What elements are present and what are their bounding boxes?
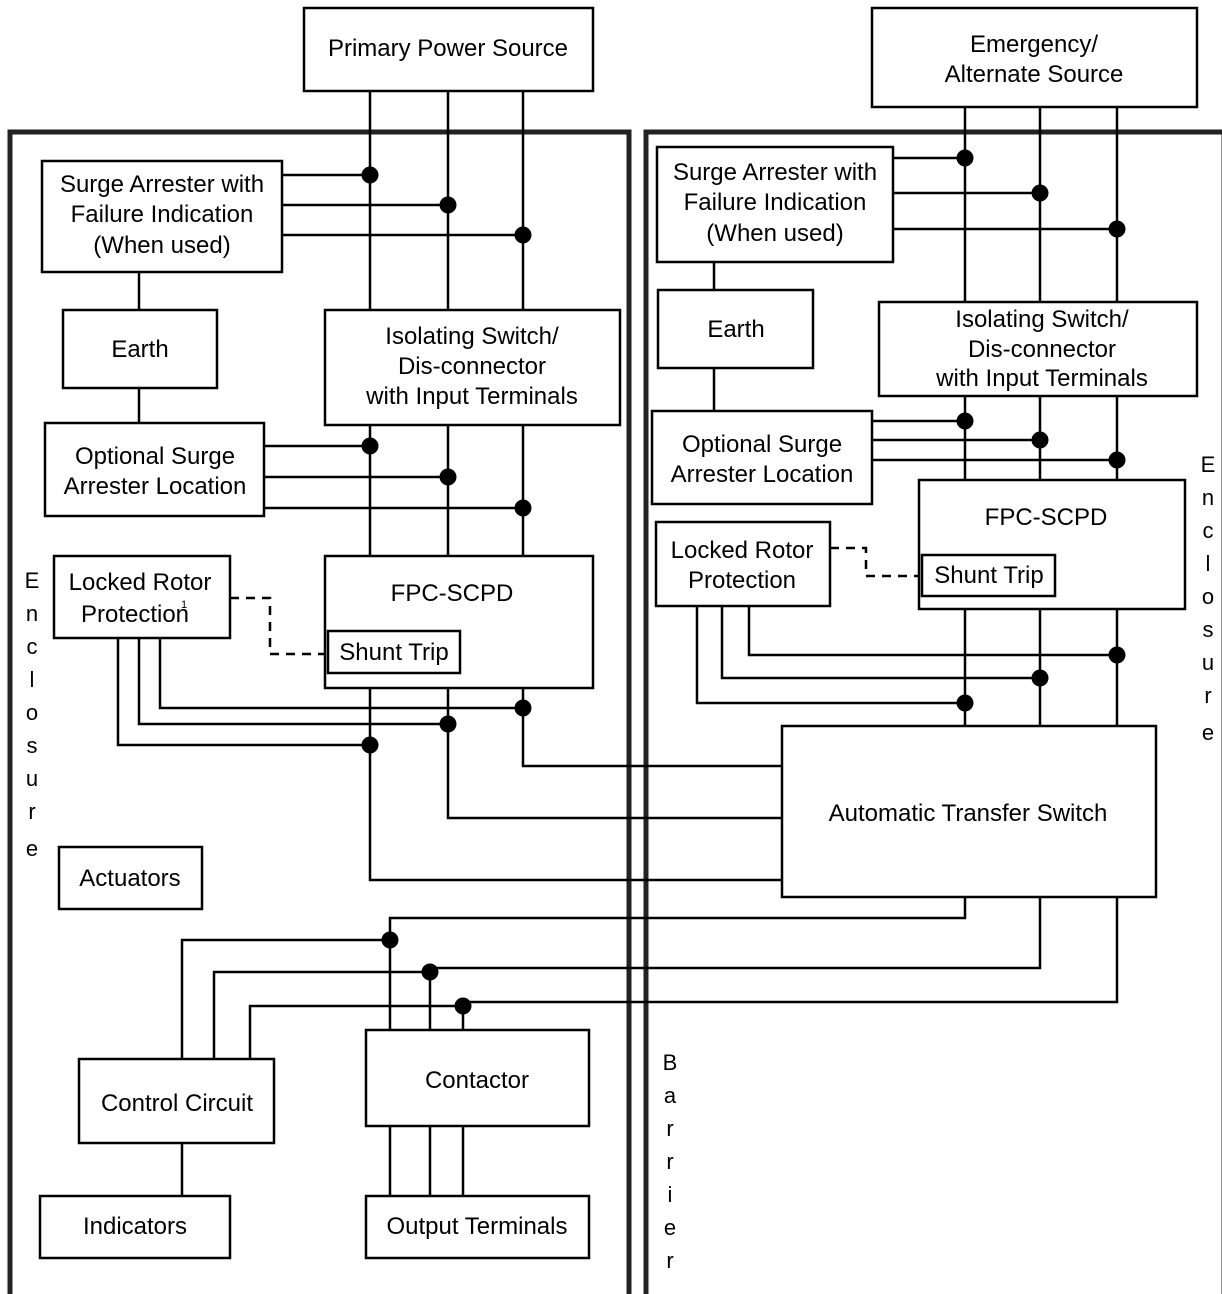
right-isolating-switch: Isolating Switch/ Dis-connector with Inp… (877, 300, 1199, 398)
left-optional-surge-line-2: Arrester Location (64, 473, 247, 500)
automatic-transfer-switch: Automatic Transfer Switch (780, 724, 1158, 899)
left-surge-arrester-line-2: Failure Indication (71, 201, 254, 228)
actuators: Actuators (57, 845, 204, 911)
junction-dots (361, 149, 1126, 1015)
left-enclosure-label: E n c l o s u r e (25, 568, 40, 861)
emergency-source-line-1: Emergency/ (970, 31, 1098, 58)
control-circuit: Control Circuit (77, 1057, 276, 1145)
vertical-letter: n (1202, 485, 1214, 510)
vertical-letter: E (1201, 452, 1216, 477)
footnote-marker: 1 (181, 599, 187, 611)
vertical-letter: o (26, 700, 38, 725)
right-shunt-trip: Shunt Trip (920, 553, 1057, 598)
output-terminals-label: Output Terminals (387, 1213, 568, 1240)
vertical-letter: s (27, 733, 38, 758)
vertical-letter: o (1202, 584, 1214, 609)
right-optional-surge-line-1: Optional Surge (682, 431, 842, 458)
left-shunt-trip-label: Shunt Trip (339, 639, 448, 666)
vertical-letter: n (26, 601, 38, 626)
vertical-letter: B (663, 1050, 678, 1075)
vertical-letter: a (664, 1083, 677, 1108)
left-surge-arrester-line-3: (When used) (93, 232, 230, 259)
right-isolating-switch-line-1: Isolating Switch/ (955, 306, 1129, 333)
wires (116, 91, 1119, 1196)
indicators: Indicators (38, 1194, 232, 1260)
primary-power-source-label: Primary Power Source (328, 35, 568, 62)
vertical-letter: l (1206, 551, 1211, 576)
left-earth-label: Earth (111, 336, 168, 363)
right-locked-rotor-protection: Locked Rotor Protection (654, 520, 832, 608)
right-earth: Earth (656, 288, 815, 370)
emergency-alternate-source: Emergency/ Alternate Source (870, 6, 1199, 109)
right-shunt-trip-label: Shunt Trip (934, 562, 1043, 589)
indicators-label: Indicators (83, 1213, 187, 1240)
left-isolating-switch-line-1: Isolating Switch/ (385, 323, 559, 350)
vertical-letter: i (668, 1182, 673, 1207)
right-surge-arrester-line-3: (When used) (706, 220, 843, 247)
left-isolating-switch-line-3: with Input Terminals (365, 383, 578, 410)
right-enclosure (643, 129, 1222, 1294)
right-isolating-switch-line-2: Dis-connector (968, 336, 1116, 363)
vertical-letter: c (1203, 518, 1214, 543)
left-isolating-switch: Isolating Switch/ Dis-connector with Inp… (323, 308, 622, 427)
left-surge-arrester: Surge Arrester with Failure Indication (… (40, 159, 284, 274)
right-optional-surge-arrester: Optional Surge Arrester Location (650, 409, 874, 506)
vertical-letter: l (30, 667, 35, 692)
vertical-letter: r (666, 1248, 673, 1273)
left-shunt-trip: Shunt Trip (326, 629, 462, 675)
vertical-letter: u (1202, 650, 1214, 675)
left-locked-rotor-line-1: Locked Rotor (69, 569, 212, 596)
vertical-letter: e (664, 1215, 676, 1240)
vertical-letter: s (1203, 617, 1214, 642)
vertical-letter: r (666, 1149, 673, 1174)
vertical-letter: E (25, 568, 40, 593)
left-earth: Earth (61, 308, 219, 390)
right-surge-arrester: Surge Arrester with Failure Indication (… (655, 145, 895, 264)
contactor-label: Contactor (425, 1067, 529, 1094)
left-enclosure (7, 129, 632, 1294)
vertical-letter: e (1202, 720, 1214, 745)
left-isolating-switch-line-2: Dis-connector (398, 353, 546, 380)
right-surge-arrester-line-2: Failure Indication (684, 189, 867, 216)
ats-label: Automatic Transfer Switch (829, 800, 1108, 827)
vertical-letter: u (26, 766, 38, 791)
left-locked-rotor-protection: Locked Rotor Protection 1 (52, 554, 232, 640)
left-optional-surge-line-1: Optional Surge (75, 443, 235, 470)
vertical-letter: r (1204, 683, 1211, 708)
right-locked-rotor-line-2: Protection (688, 567, 796, 594)
right-fpc-scpd-label: FPC-SCPD (985, 504, 1108, 531)
left-locked-rotor-line-2: Protection (81, 601, 189, 628)
right-isolating-switch-line-3: with Input Terminals (935, 365, 1148, 392)
emergency-source-line-2: Alternate Source (945, 61, 1124, 88)
vertical-letter: r (28, 799, 35, 824)
vertical-letter: e (26, 836, 38, 861)
control-circuit-label: Control Circuit (101, 1090, 253, 1117)
left-optional-surge-arrester: Optional Surge Arrester Location (43, 421, 266, 518)
right-enclosure-label: E n c l o s u r e (1201, 452, 1216, 745)
primary-power-source: Primary Power Source (302, 6, 595, 93)
barrier-label: B a r r i e r (663, 1050, 678, 1273)
right-optional-surge-line-2: Arrester Location (671, 461, 854, 488)
vertical-letter: r (666, 1116, 673, 1141)
left-fpc-scpd-label: FPC-SCPD (391, 580, 514, 607)
contactor: Contactor (364, 1028, 591, 1128)
vertical-letter: c (27, 634, 38, 659)
output-terminals: Output Terminals (364, 1194, 591, 1260)
left-surge-arrester-line-1: Surge Arrester with (60, 171, 264, 198)
actuators-label: Actuators (79, 865, 180, 892)
right-locked-rotor-line-1: Locked Rotor (671, 537, 814, 564)
right-earth-label: Earth (707, 316, 764, 343)
right-surge-arrester-line-1: Surge Arrester with (673, 159, 877, 186)
